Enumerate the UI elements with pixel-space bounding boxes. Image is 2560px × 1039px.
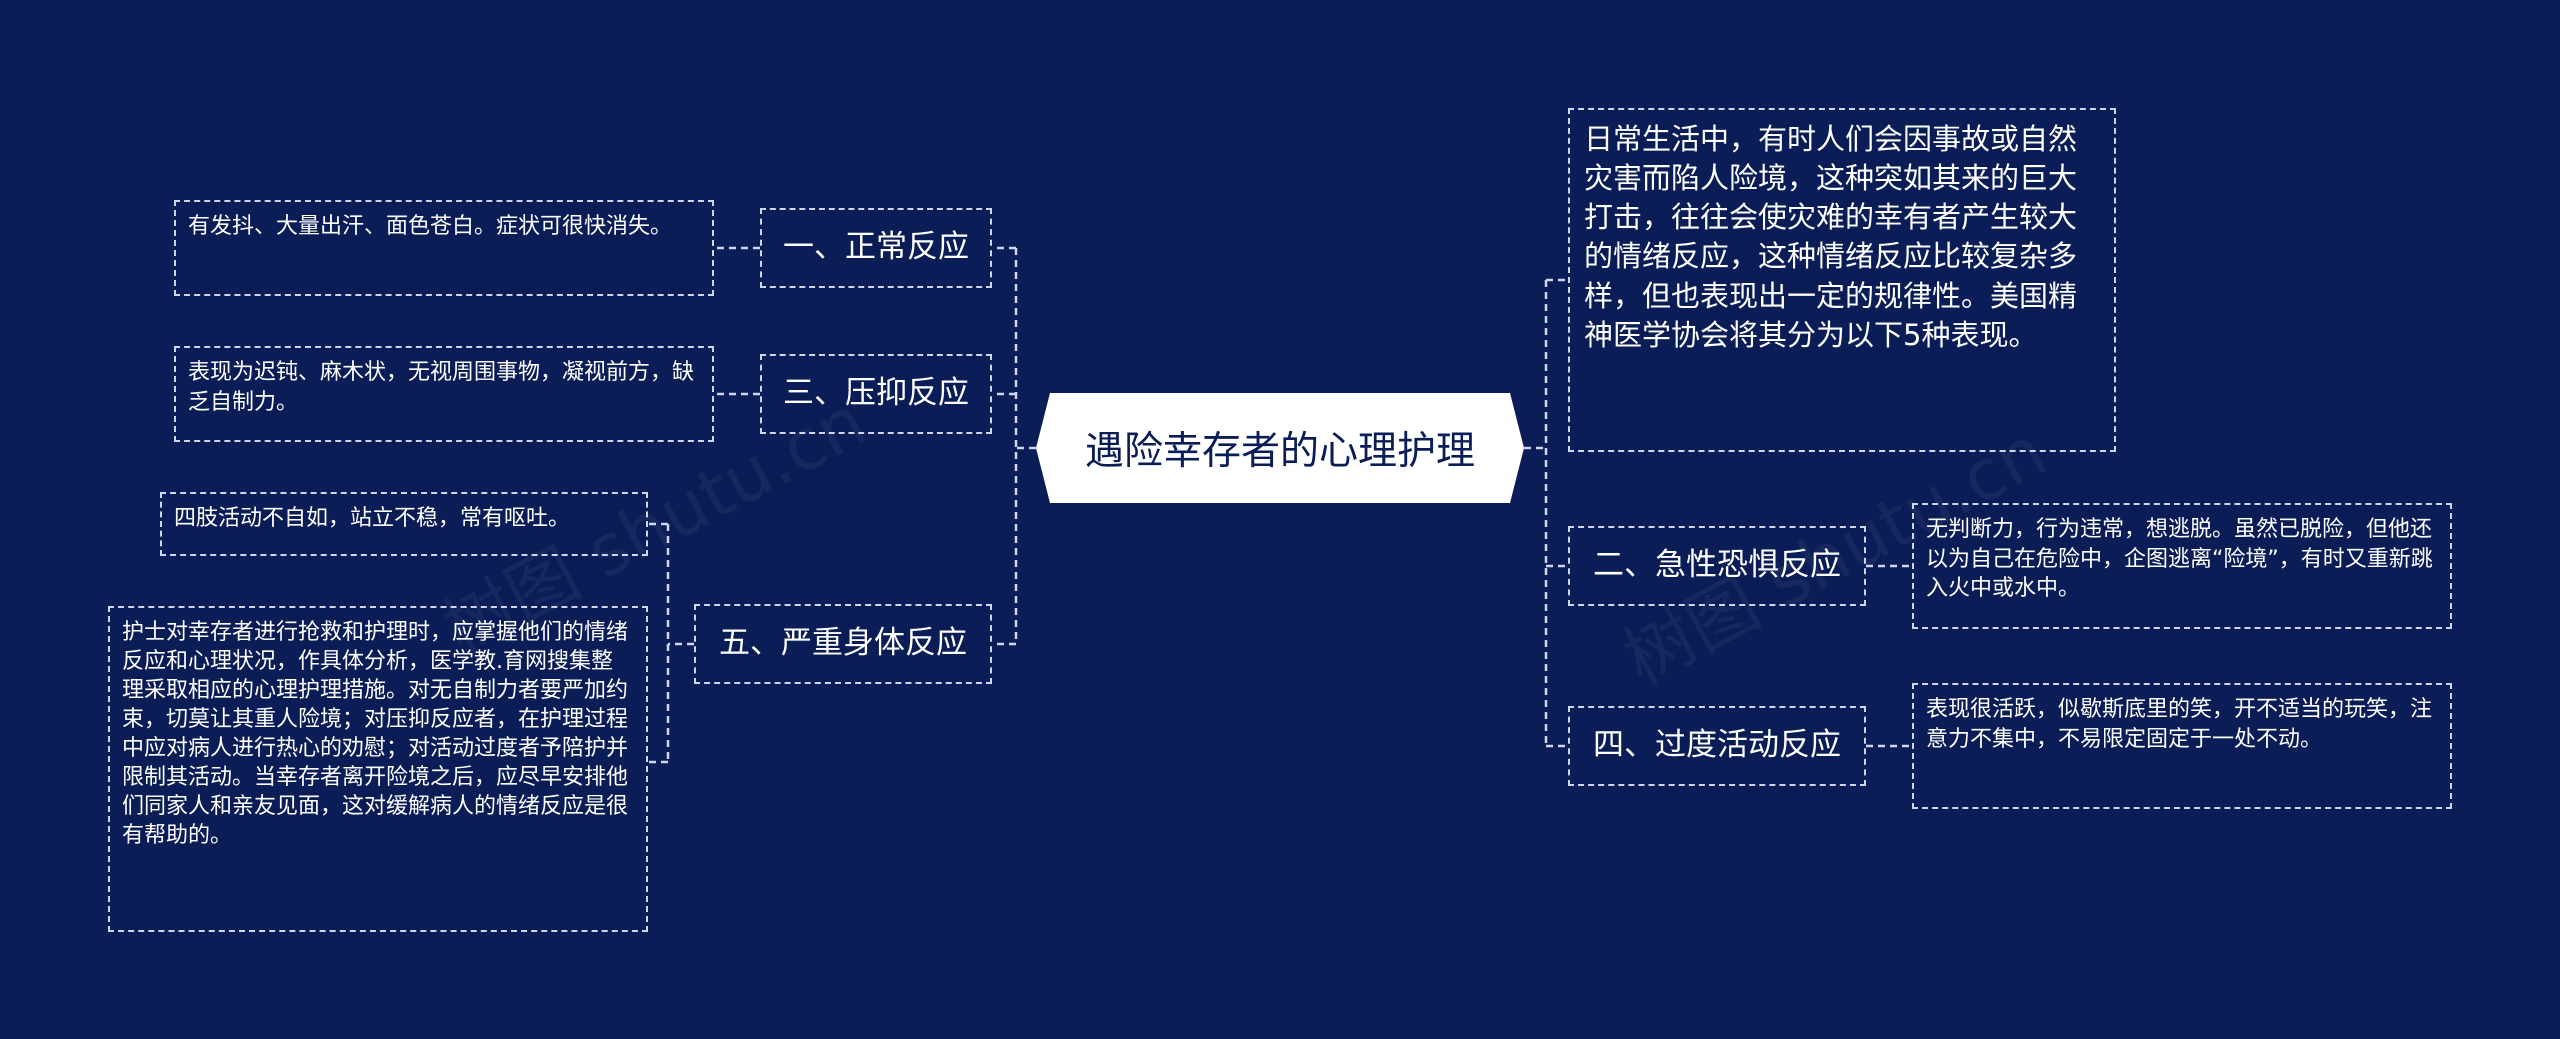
detail-nursing-measures: 护士对幸存者进行抢救和护理时，应掌握他们的情绪反应和心理状况，作具体分析，医学教… (108, 606, 648, 932)
detail-text: 四肢活动不自如，站立不稳，常有呕吐。 (174, 506, 571, 531)
detail-text: 护士对幸存者进行抢救和护理时，应掌握他们的情绪反应和心理状况，作具体分析，医学教… (122, 620, 629, 849)
detail-text: 表现很活跃，似歇斯底里的笑，开不适当的玩笑，注意力不集中，不易限定固定于一处不动… (1926, 697, 2433, 752)
topic-label: 二、急性恐惧反应 (1593, 547, 1841, 584)
root-node[interactable]: 遇险幸存者的心理护理 (1036, 393, 1524, 503)
topic-normal-reaction[interactable]: 一、正常反应 (760, 208, 992, 288)
topic-label: 五、严重身体反应 (719, 625, 967, 662)
topic-excessive-activity-reaction[interactable]: 四、过度活动反应 (1568, 706, 1866, 786)
topic-label: 三、压抑反应 (783, 375, 969, 412)
topic-suppressed-reaction[interactable]: 三、压抑反应 (760, 354, 992, 434)
detail-suppressed-reaction: 表现为迟钝、麻木状，无视周围事物，凝视前方，缺乏自制力。 (174, 346, 714, 442)
root-shape (1036, 393, 1524, 503)
topic-label: 四、过度活动反应 (1593, 727, 1841, 764)
topic-label: 一、正常反应 (783, 229, 969, 266)
detail-acute-fear-reaction: 无判断力，行为违常，想逃脱。虽然已脱险，但他还以为自己在危险中，企图逃离“险境”… (1912, 503, 2452, 629)
detail-excessive-activity-reaction: 表现很活跃，似歇斯底里的笑，开不适当的玩笑，注意力不集中，不易限定固定于一处不动… (1912, 683, 2452, 809)
detail-text: 有发抖、大量出汗、面色苍白。症状可很快消失。 (188, 214, 673, 239)
root-label: 遇险幸存者的心理护理 (1084, 429, 1475, 474)
intro-text-box: 日常生活中，有时人们会因事故或自然灾害而陷人险境，这种突如其来的巨大打击，往往会… (1568, 108, 2116, 452)
detail-severe-physical-1: 四肢活动不自如，站立不稳，常有呕吐。 (160, 492, 648, 556)
detail-text: 无判断力，行为违常，想逃脱。虽然已脱险，但他还以为自己在危险中，企图逃离“险境”… (1926, 517, 2433, 602)
detail-normal-reaction: 有发抖、大量出汗、面色苍白。症状可很快消失。 (174, 200, 714, 296)
topic-severe-physical-reaction[interactable]: 五、严重身体反应 (694, 604, 992, 684)
intro-text: 日常生活中，有时人们会因事故或自然灾害而陷人险境，这种突如其来的巨大打击，往往会… (1584, 122, 2078, 352)
detail-text: 表现为迟钝、麻木状，无视周围事物，凝视前方，缺乏自制力。 (188, 360, 695, 415)
topic-acute-fear-reaction[interactable]: 二、急性恐惧反应 (1568, 526, 1866, 606)
